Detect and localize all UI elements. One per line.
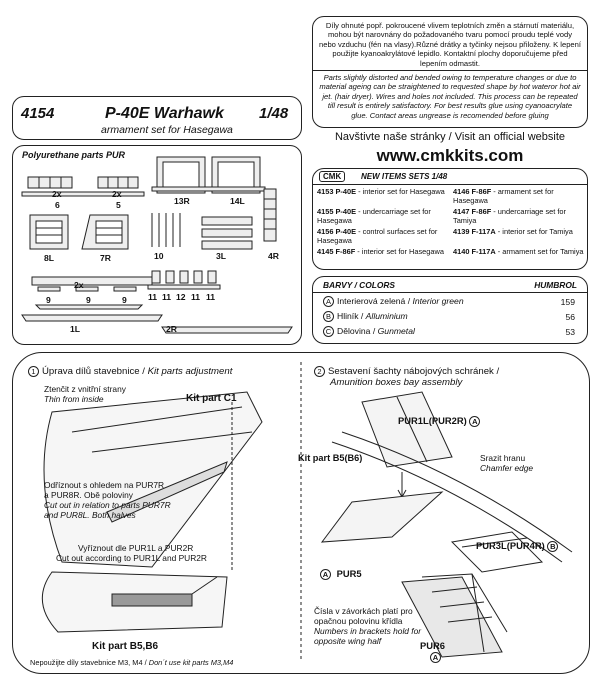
step2-number: 2 — [314, 366, 325, 377]
part-11d-label: 11 — [206, 292, 216, 302]
part-8l-label: 8L — [44, 253, 55, 263]
step1-number: 1 — [28, 366, 39, 377]
kit-part-c1: Kit part C1 — [186, 393, 237, 404]
part-6-count: 2x — [52, 189, 62, 199]
part-3l-label: 3L — [216, 251, 227, 261]
pur1l-label: PUR1L(PUR2R) A — [398, 415, 483, 428]
part-5-label: 5 — [116, 200, 121, 210]
footer-note: Nepoužijte díly stavebnice M3, M4 / Don´… — [30, 658, 234, 667]
visit-text: Navštivte naše stránky / Visit an offici… — [334, 131, 566, 143]
new-item-left-0: 4153 P-40E - interior set for Hasegawa — [317, 187, 445, 196]
kit-part-b5-b6: Kit part B5,B6 — [92, 641, 159, 652]
pur1l-color-a: A — [469, 416, 481, 428]
scale: 1/48 — [259, 105, 289, 122]
part-10-label: 10 — [154, 251, 164, 261]
color-code-a: 159 — [560, 297, 575, 307]
part-11b-label: 11 — [162, 292, 172, 302]
new-items-box: NEW ITEMS SETS 1/48 CMK 4153 P-40E - int… — [312, 168, 588, 270]
part-5-count: 2x — [112, 189, 122, 199]
part-1l-label: 1L — [70, 324, 81, 334]
part-14l-label: 14L — [230, 196, 245, 206]
new-item-left-3: 4145 F-86F - interior set for Hasegawa — [317, 247, 444, 256]
pur3l-color-b: B — [547, 541, 559, 553]
color-code-b: 56 — [565, 312, 575, 322]
parts-drawing — [21, 156, 293, 334]
notice-cz: Díly ohnuté popř. pokroucené vlivem tepl… — [319, 21, 581, 68]
set-code: 4154 — [21, 105, 55, 122]
bay-drawing-step2 — [320, 391, 573, 658]
part-9c-label: 9 — [122, 295, 127, 305]
colors-header: BARVY / COLORS HUMBROL — [313, 279, 587, 293]
part-6-label: 6 — [55, 200, 60, 210]
part-7r-label: 7R — [100, 253, 111, 263]
notice-en: Parts slightly distorted and bended owin… — [319, 73, 581, 120]
color-key-a: A — [323, 296, 334, 308]
new-item-left-1: 4155 P-40E - undercarriage set for Haseg… — [317, 207, 431, 225]
color-key-c: C — [323, 326, 334, 338]
colors-title: BARVY / COLORS — [323, 280, 395, 290]
new-items-header: NEW ITEMS SETS 1/48 — [313, 169, 587, 185]
part-9b-label: 9 — [86, 295, 91, 305]
part-9a-label: 9 — [46, 295, 51, 305]
website-link[interactable]: www.cmkkits.com — [376, 146, 524, 165]
model-name: P-40E Warhawk — [105, 105, 224, 122]
subtitle: armament set for Hasegawa — [101, 124, 233, 136]
new-item-left-2: 4156 P-40E - control surfaces set for Ha… — [317, 227, 438, 245]
wing-drawing-step1 — [41, 391, 263, 633]
part-13r-label: 13R — [174, 196, 190, 206]
cmk-logo: CMK — [319, 171, 346, 182]
header-box: 4154 P-40E Warhawk 1/48 armament set for… — [12, 96, 302, 140]
part-12-label: 12 — [176, 292, 186, 302]
notice-box: Díly ohnuté popř. pokroucené vlivem tepl… — [312, 16, 588, 128]
color-key-b: B — [323, 311, 334, 323]
new-item-right-1: 4147 F-86F - undercarriage set for Tamiy… — [453, 207, 566, 225]
part-9-count: 2x — [74, 280, 84, 290]
new-item-right-2: 4139 F-117A - interior set for Tamiya — [453, 227, 573, 236]
pur6-color-a: A — [430, 652, 441, 664]
pur5-color-a: A — [320, 569, 331, 581]
colors-brand: HUMBROL — [534, 280, 577, 290]
pur3l-label: PUR3L(PUR4R) B — [476, 540, 561, 553]
instruction-divider — [300, 362, 302, 662]
notice-divider — [313, 70, 587, 72]
part-11a-label: 11 — [148, 292, 158, 302]
parts-title: Polyurethane parts PUR — [22, 150, 126, 160]
part-11c-label: 11 — [191, 292, 201, 302]
pur5-label: A PUR5 — [320, 568, 362, 581]
new-item-right-3: 4140 F-117A - armament set for Tamiya — [453, 247, 584, 256]
kit-part-b5b6-step2: Kit part B5(B6) — [298, 453, 363, 463]
part-4r-label: 4R — [268, 251, 279, 261]
new-item-right-0: 4146 F-86F - armament set for Hasegawa — [453, 187, 554, 205]
color-code-c: 53 — [565, 327, 575, 337]
part-2r-label: 2R — [166, 324, 177, 334]
